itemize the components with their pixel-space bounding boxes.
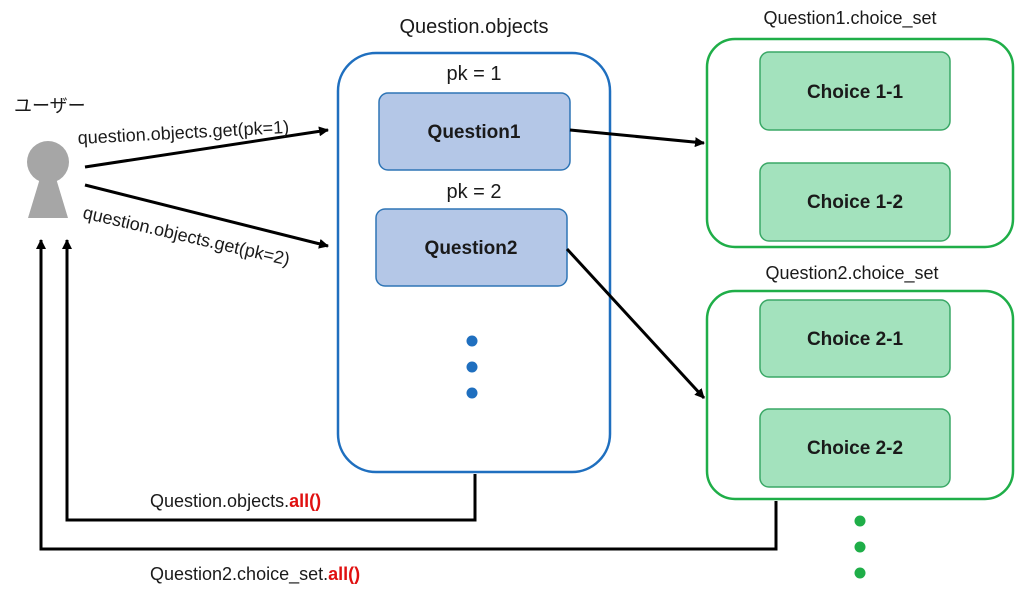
choice-2-1-label: Choice 2-1 [807,329,904,350]
pk1-label: pk = 1 [446,63,501,85]
ellipsis-dots-blue [466,335,478,399]
get-label-2: question.objects.get(pk=2) [81,202,292,269]
choice-2-2-box[interactable]: Choice 2-2 [759,408,951,488]
question1-label: Question1 [428,122,521,143]
q2-to-choiceset2-arrow [565,247,706,400]
objects-all-prefix: Question.objects. [150,491,289,511]
choice-2-1-box[interactable]: Choice 2-1 [759,299,951,378]
choiceset-all-prefix: Question2.choice_set. [150,564,328,585]
choiceset1-title: Question1.choice_set [763,8,936,29]
get-arrow-1 [84,126,329,169]
question1-box[interactable]: Question1 [378,92,571,171]
choiceset2-title: Question2.choice_set [765,263,938,284]
choice-1-1-box[interactable]: Choice 1-1 [759,51,951,131]
choice-1-2-label: Choice 1-2 [807,192,903,213]
choiceset-all-method: all() [328,564,360,584]
choice-1-2-box[interactable]: Choice 1-2 [759,162,951,242]
get-arrow-2 [84,183,329,249]
ellipsis-dots-green [854,515,866,579]
user-label: ユーザー [14,96,86,116]
choice-2-2-label: Choice 2-2 [807,438,903,459]
person-icon [27,141,69,218]
objects-all-method: all() [289,491,321,511]
objects-all-return-line [62,239,477,522]
get-label-1: question.objects.get(pk=1) [77,117,289,148]
choice-1-1-label: Choice 1-1 [807,82,904,103]
pk2-label: pk = 2 [446,181,501,203]
choiceset-all-return-line [36,239,778,551]
question2-box[interactable]: Question2 [375,208,568,287]
question2-label: Question2 [425,238,518,259]
choiceset-all-label: Question2.choice_set.all() [150,564,360,585]
q1-to-choiceset1-arrow [569,128,705,148]
objects-all-label: Question.objects.all() [150,491,321,511]
objects-title: Question.objects [400,16,549,38]
